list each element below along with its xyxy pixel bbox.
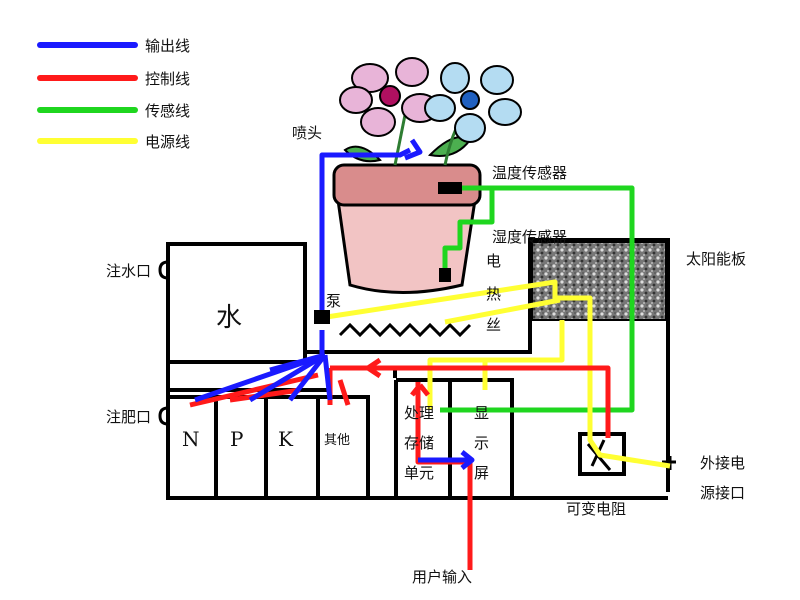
- label-user-input: 用户输入: [412, 568, 472, 586]
- label-variable-resistor: 可变电阻: [566, 500, 626, 518]
- heater-wire: [338, 322, 472, 338]
- legend-label-power: 电源线: [145, 133, 190, 151]
- label-nozzle: 喷头: [292, 124, 322, 142]
- diagram-labels: 喷头 温度传感器 湿度传感器 电 热 丝 太阳能板 注水口 水 泵 注肥口 N …: [106, 124, 746, 586]
- power-wires: [319, 279, 671, 469]
- processor-box: [396, 378, 514, 498]
- label-heater-3: 丝: [486, 316, 501, 334]
- legend-label-control: 控制线: [145, 70, 190, 88]
- label-external-power-2: 源接口: [700, 484, 745, 502]
- heater-chamber: [303, 238, 670, 492]
- inlet-connectors: [158, 260, 676, 470]
- label-p: P: [230, 427, 243, 451]
- label-temp-sensor: 温度传感器: [492, 164, 567, 182]
- humidity-sensor-body: [439, 268, 451, 282]
- label-humidity-sensor: 湿度传感器: [492, 228, 567, 246]
- label-k: K: [278, 427, 294, 451]
- flower-pot: [332, 57, 522, 294]
- variable-resistor-box: [578, 432, 626, 476]
- label-water: 水: [216, 303, 242, 333]
- pump-body: [314, 310, 330, 324]
- label-display-3: 屏: [474, 464, 489, 482]
- pot-rim: [332, 163, 482, 207]
- label-solar-panel: 太阳能板: [686, 250, 746, 268]
- pink-flower: [339, 57, 439, 137]
- legend-label-sensor: 传感线: [145, 102, 190, 120]
- legend-label-output: 输出线: [145, 37, 190, 55]
- label-other: 其他: [324, 433, 350, 448]
- label-n: N: [182, 427, 200, 451]
- label-processor-3: 单元: [404, 464, 434, 482]
- label-external-power-1: 外接电: [700, 454, 745, 472]
- label-processor-2: 存储: [404, 434, 434, 452]
- label-display-2: 示: [474, 434, 489, 452]
- output-wires: [194, 138, 475, 470]
- label-water-inlet: 注水口: [106, 262, 151, 280]
- label-pump: 泵: [326, 292, 341, 310]
- label-heater-1: 电: [486, 252, 501, 270]
- legend: 输出线 控制线 传感线 电源线: [37, 37, 190, 151]
- blue-flower: [424, 62, 522, 143]
- temp-sensor-body: [438, 182, 462, 194]
- label-fertilizer-inlet: 注肥口: [106, 408, 151, 426]
- control-wires: [189, 357, 611, 570]
- sensor-wires: [440, 185, 635, 413]
- label-processor-1: 处理: [404, 404, 434, 422]
- label-heater-2: 热: [486, 285, 501, 303]
- label-display-1: 显: [474, 404, 489, 422]
